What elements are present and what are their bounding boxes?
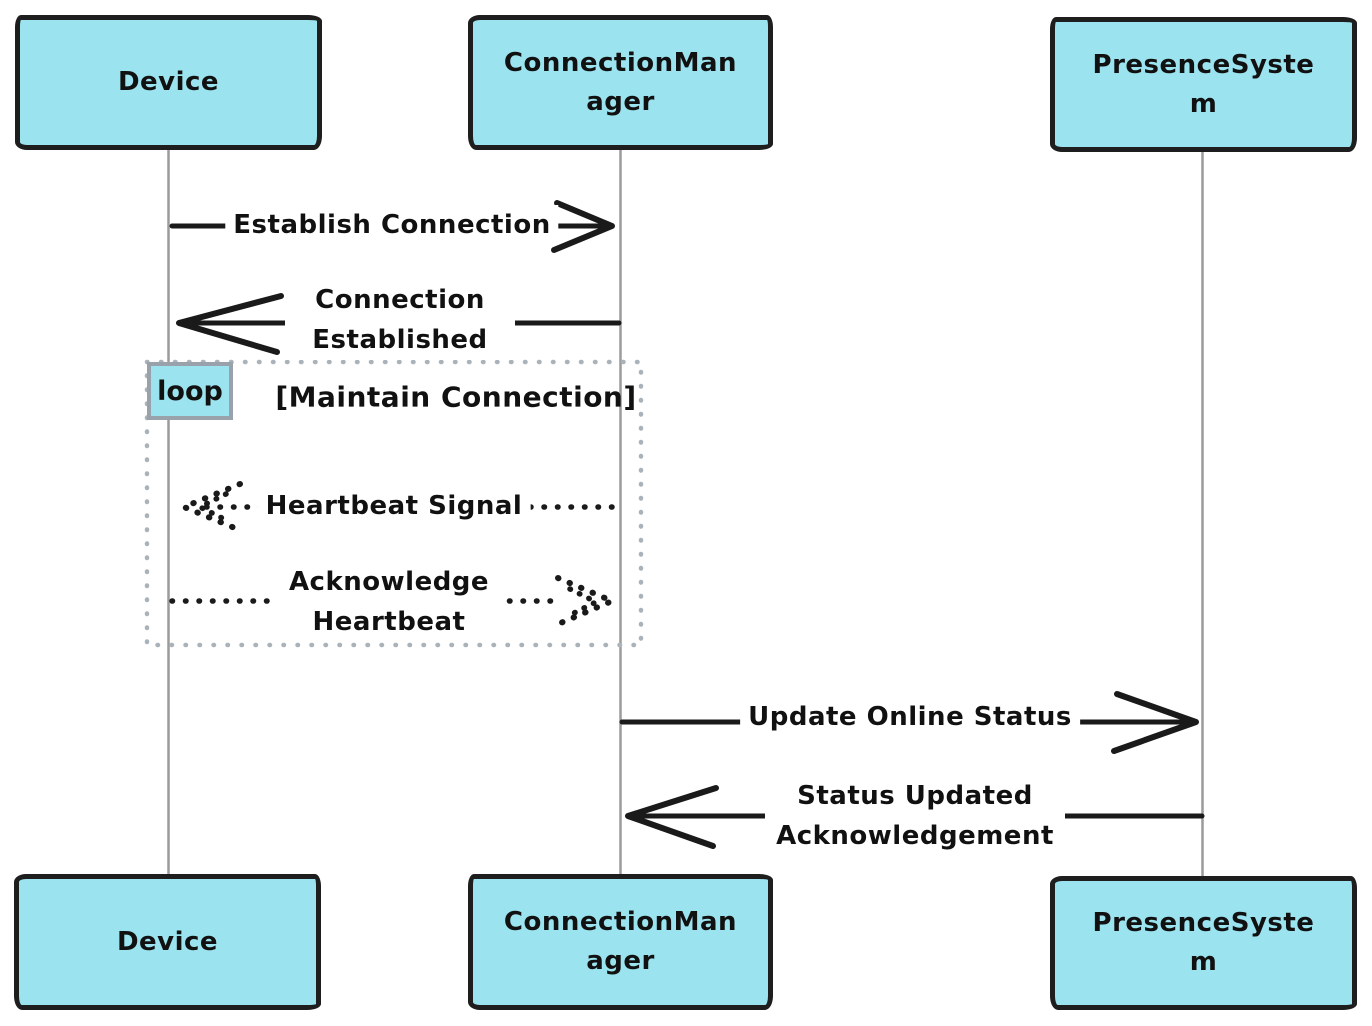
actor-label: ConnectionManager [503,47,738,117]
loop-operator-label: loop [157,375,223,407]
actor-label: Device [116,926,219,957]
actor-box-device-bottom: Device [14,874,321,1010]
arrowhead-right-dotted-inner-icon [567,586,599,617]
arrowhead-right-icon [1111,691,1199,754]
message-label-update-online-status: Update Online Status [740,697,1080,737]
message-label-connection-established: Connection Established [285,280,515,360]
arrowhead-left-icon [625,785,719,849]
message-label-heartbeat-signal: Heartbeat Signal [257,486,531,526]
actor-label: ConnectionManager [503,907,738,976]
actor-box-connection-manager-bottom: ConnectionManager [468,874,773,1010]
message-label-acknowledge-heartbeat: Acknowledge Heartbeat [274,562,504,642]
actor-label: Device [117,67,220,97]
actor-label: PresenceSystem [1092,908,1315,977]
loop-frame [144,359,644,648]
loop-condition-label: [Maintain Connection] [275,380,637,414]
arrowhead-left-dotted-icon [181,481,245,534]
actor-box-connection-manager-top: ConnectionManager [468,15,773,150]
arrowhead-left-icon [176,293,284,355]
actor-box-presence-system-top: PresenceSystem [1050,17,1357,152]
actor-box-device-top: Device [15,15,322,150]
actor-box-presence-system-bottom: PresenceSystem [1050,876,1357,1010]
arrowhead-right-icon [551,200,615,253]
loop-operator-badge: loop [147,362,233,420]
actor-label: PresenceSystem [1092,49,1315,119]
message-arrow-heartbeat-signal [181,481,615,534]
message-label-status-updated-acknowledgement: Status Updated Acknowledgement [765,776,1065,856]
arrowhead-left-dotted-inner-icon [197,491,231,524]
message-label-establish-connection: Establish Connection [225,205,559,245]
arrowhead-right-dotted-icon [553,575,615,628]
